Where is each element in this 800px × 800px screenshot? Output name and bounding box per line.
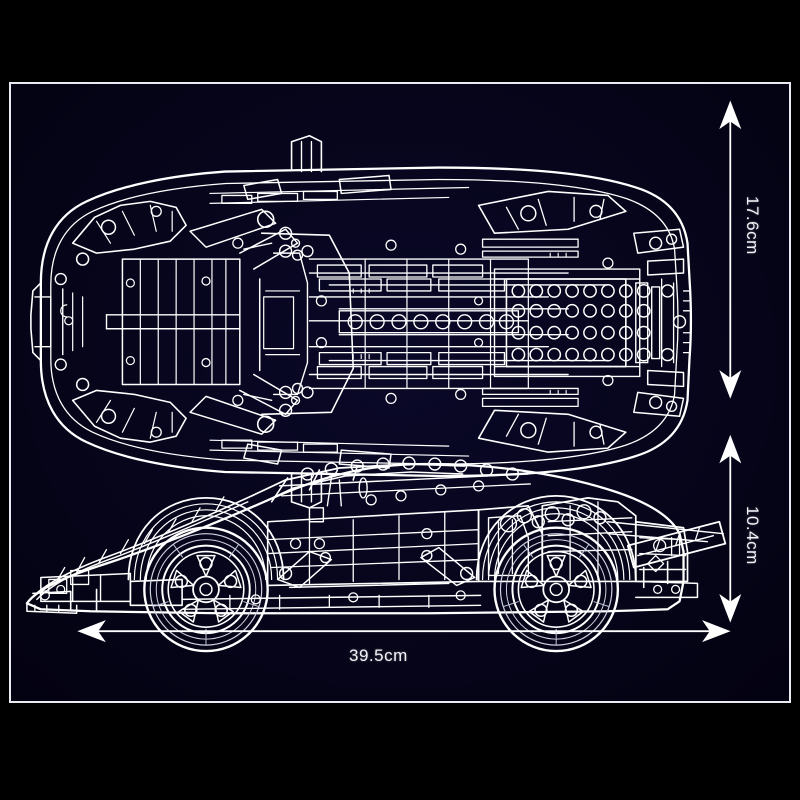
length-dimension-label: 39.5cm (349, 646, 408, 665)
top-view-drawing (30, 134, 693, 509)
height-dimension-arrow (719, 100, 742, 399)
dimension-arrows (77, 100, 742, 643)
depth-dimension-arrow (719, 434, 742, 623)
side-view-drawing (25, 456, 727, 653)
blueprint-panel (9, 82, 791, 703)
height-dimension-label: 17.6cm (743, 196, 762, 255)
blueprint-artwork (25, 134, 727, 653)
length-dimension-arrow (77, 620, 731, 643)
depth-dimension-label: 10.4cm (743, 506, 762, 565)
